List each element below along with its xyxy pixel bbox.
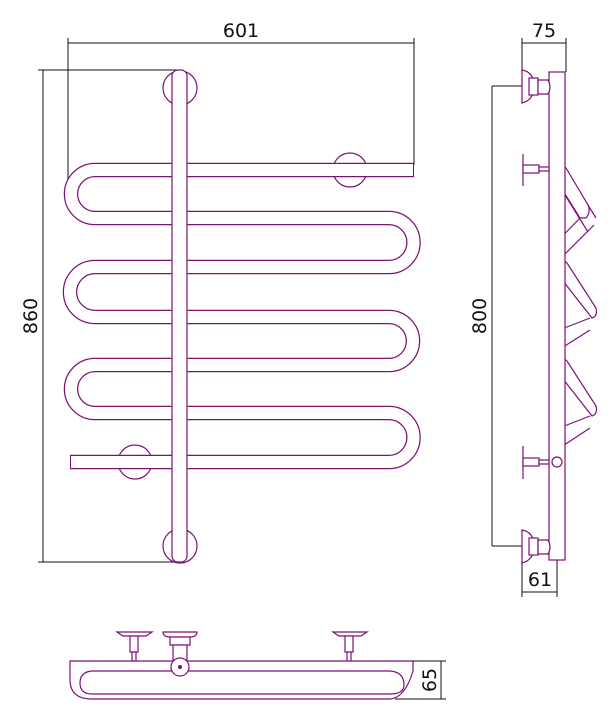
dimension-depth: 75 <box>521 20 567 72</box>
side-bracket-bottom <box>521 529 551 564</box>
dimension-depth-label: 75 <box>532 20 556 42</box>
side-zigzag-tubes <box>548 163 598 456</box>
bottom-bracket-center <box>162 631 198 661</box>
dimension-height-label: 860 <box>20 298 42 334</box>
dimension-width-label: 601 <box>223 20 259 42</box>
side-bracket-upper-mid <box>522 154 550 186</box>
dimension-width: 601 <box>67 20 415 185</box>
side-view: 75 800 61 <box>469 20 598 597</box>
dimension-mount-spacing: 800 <box>469 85 522 547</box>
side-bracket-lower-mid <box>522 446 563 479</box>
dimension-height: 860 <box>20 69 180 563</box>
side-bracket-top <box>521 69 551 104</box>
dimension-wall-offset-label: 61 <box>528 569 552 591</box>
bottom-tube <box>69 660 414 700</box>
dimension-mount-spacing-label: 800 <box>469 298 491 334</box>
side-riser <box>548 71 566 561</box>
bottom-bracket-left <box>115 631 154 662</box>
front-view: 601 860 <box>20 20 421 564</box>
dimension-bottom-depth-label: 65 <box>419 668 441 692</box>
dimension-bottom-depth: 65 <box>395 660 446 700</box>
bottom-view: 65 <box>69 631 446 700</box>
serpentine-tube <box>62 162 421 470</box>
bottom-bracket-right <box>331 631 369 662</box>
vertical-riser <box>171 69 188 563</box>
